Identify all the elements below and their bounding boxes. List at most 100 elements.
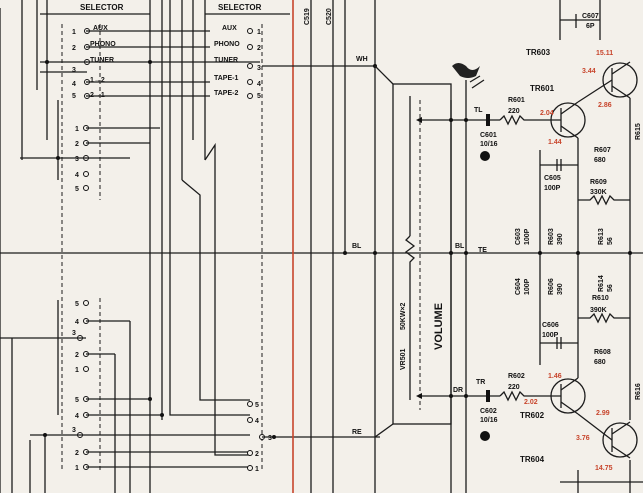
transistor-stage: TR601 2.04 1.44 TR603 3.44 15.11 2.86 TR… — [520, 0, 643, 493]
c607-value: 6P — [586, 23, 595, 30]
terminal — [247, 465, 253, 471]
r609-body — [578, 194, 630, 206]
c604-value: 100P — [524, 278, 531, 295]
tr603-collector — [611, 61, 631, 75]
selector-right: SELECTOR AUX PHONO TUNER TAPE-1 TAPE-2 1… — [205, 3, 380, 473]
tr602-emitter — [560, 401, 579, 415]
volume-pot: VR501 50KW×2 VOLUME — [392, 83, 452, 425]
net-bl2: BL — [455, 243, 465, 250]
junction — [449, 118, 453, 122]
terminal — [247, 44, 253, 50]
input-network: C601 10/16 R601 220 C602 10/16 R602 220 — [480, 97, 540, 441]
middle-bus — [86, 0, 260, 493]
terminal — [247, 93, 253, 99]
selector-right-title: SELECTOR — [218, 3, 262, 12]
c601-dot — [480, 151, 490, 161]
terminal — [247, 450, 253, 456]
pin-label: 2 — [75, 141, 79, 148]
selector-left-pins-low: 5 4 3 2 1 — [72, 300, 89, 374]
r603-value: 390 — [557, 233, 564, 245]
junction — [160, 413, 164, 417]
r608-label: R608 — [594, 349, 611, 356]
r613-value: 56 — [607, 237, 614, 245]
pin-label: 5 — [72, 93, 76, 100]
junction — [464, 251, 468, 255]
ink-mark — [452, 63, 480, 78]
pin-label: 4 — [75, 413, 79, 420]
c607-label: C607 — [582, 13, 599, 20]
junction — [56, 156, 60, 160]
junction — [272, 435, 276, 439]
r602-label: R602 — [508, 373, 525, 380]
v-tr603-b: 3.44 — [582, 68, 596, 75]
terminal — [247, 28, 253, 34]
junction — [148, 60, 152, 64]
pin-label: 3 — [75, 156, 79, 163]
r607-label: R607 — [594, 147, 611, 154]
wire — [204, 142, 250, 456]
pin-label: 5 — [75, 301, 79, 308]
supply-lines: C519 C520 — [262, 0, 377, 493]
junction — [148, 397, 152, 401]
tr603-emitter — [611, 85, 631, 99]
c606-value: 100P — [542, 332, 559, 339]
r608-value: 680 — [594, 359, 606, 366]
selector-right-input-tape2: TAPE-2 — [214, 90, 238, 97]
pin-label: 5 — [257, 93, 261, 100]
tr603-symbol — [602, 62, 638, 98]
selector-left-pins-mid: 1 2 3 4 5 — [75, 125, 89, 193]
c605-label: C605 — [544, 175, 561, 182]
net-bl: BL — [352, 243, 362, 250]
selector-left-pins-top: 1 2 3 4 5 — [72, 28, 90, 100]
tr601-emitter — [560, 125, 579, 139]
v-tr604-top: 2.99 — [596, 410, 610, 417]
junction — [373, 251, 377, 255]
junction — [45, 60, 49, 64]
wire — [169, 290, 250, 416]
tr604-label: TR604 — [520, 455, 545, 464]
volume-ref: VR501 — [400, 348, 407, 370]
pin-label: 4 — [75, 172, 79, 179]
pin-label: 1 — [72, 29, 76, 36]
terminal — [83, 171, 89, 177]
selector-left: SELECTOR AUX PHONO TUNER 1→2 2→1 1 2 3 4… — [40, 3, 150, 472]
c519-label: C519 — [304, 8, 311, 25]
junction — [464, 394, 468, 398]
junction — [538, 251, 542, 255]
pin-label: 1 — [257, 29, 261, 36]
r601-body — [499, 114, 540, 126]
net-te: TE — [478, 247, 487, 254]
junction — [449, 251, 453, 255]
r609-label: R609 — [590, 179, 607, 186]
v-tr601-e: 1.44 — [548, 139, 562, 146]
r606-value: 390 — [557, 283, 564, 295]
wire — [181, 179, 250, 401]
pin-label: 4 — [255, 418, 259, 425]
selector-right-input-phono: PHONO — [214, 41, 240, 48]
c602-label: C602 — [480, 408, 497, 415]
r601-label: R601 — [508, 97, 525, 104]
ink-mark — [469, 75, 485, 89]
pin-label: 2 — [257, 45, 261, 52]
v-tr601-b: 2.04 — [540, 110, 554, 117]
c603-value: 100P — [524, 228, 531, 245]
c605-value: 100P — [544, 185, 561, 192]
passive-components: C607 6P C605 100P R607 680 R609 330K C60… — [515, 13, 642, 400]
selector-left-input-phono: PHONO — [90, 41, 116, 48]
selector-left-pins-bottom: 5 4 3 2 1 — [72, 396, 89, 472]
r610-body — [578, 312, 630, 324]
terminal — [83, 185, 89, 191]
r610-label: R610 — [592, 295, 609, 302]
r616-label: R616 — [635, 383, 642, 400]
r602-value: 220 — [508, 384, 520, 391]
pin-label: 3 — [72, 330, 76, 337]
volume-wiring — [374, 63, 500, 493]
pin-label: 3 — [72, 67, 76, 74]
wiper-arrow — [416, 393, 422, 399]
tr602-collector — [560, 377, 579, 391]
c601-label: C601 — [480, 132, 497, 139]
volume-label: VOLUME — [433, 303, 445, 350]
selector-right-input-tuner: TUNER — [214, 57, 238, 64]
pin-label: 4 — [75, 319, 79, 326]
